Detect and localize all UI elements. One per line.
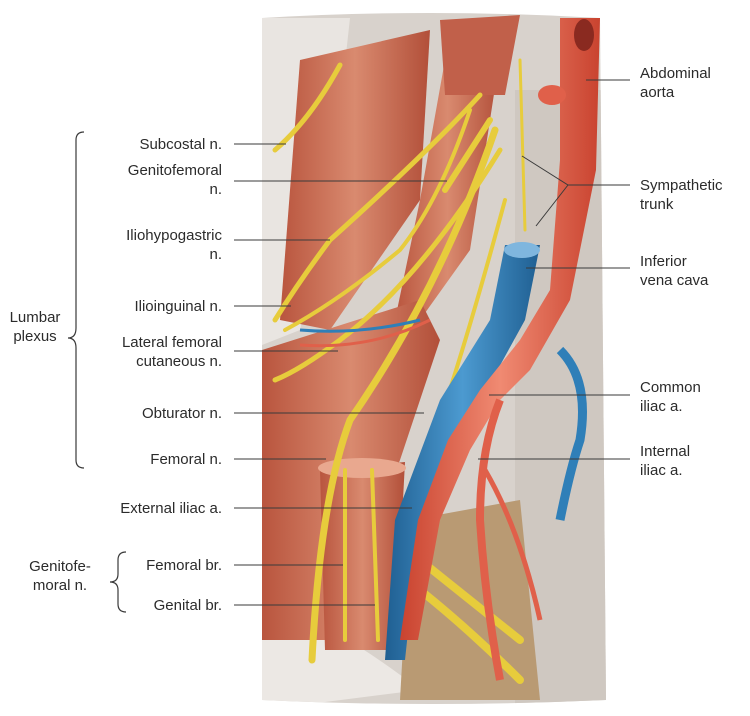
psoas-lower-muscle xyxy=(320,462,405,650)
vena-cava-cut xyxy=(504,242,540,258)
label-genitofemoral-group: Genitofe- moral n. xyxy=(29,558,91,594)
aorta-lumen xyxy=(574,19,594,51)
leader-lines xyxy=(234,79,630,606)
label-obturator-nerve: Obturator n. xyxy=(141,405,222,422)
braces xyxy=(67,131,127,613)
label-lateral-femoral-cutaneous-nerve: Lateral femoral cutaneous n. xyxy=(121,334,222,370)
illustration-body xyxy=(262,13,606,704)
label-lumbar-plexus: Lumbar plexus xyxy=(9,309,61,345)
label-subcostal-nerve: Subcostal n. xyxy=(139,136,222,153)
label-sympathetic-trunk: Sympathetic trunk xyxy=(640,177,723,213)
iliohypogastric-nerve xyxy=(272,92,483,323)
internal-iliac-vein xyxy=(555,346,587,521)
subcostal-nerve xyxy=(272,62,343,153)
arteries xyxy=(299,18,600,681)
vena-cava-and-iliac-vein xyxy=(385,245,540,660)
label-genitofemoral-nerve: Genitofemoral n. xyxy=(127,162,222,198)
leader-sympathetic-2 xyxy=(535,184,569,227)
genitofemoral-brace xyxy=(109,551,127,613)
internal-iliac-artery xyxy=(475,398,504,681)
renal-artery-stub xyxy=(538,85,566,105)
lumbar-plexus-brace xyxy=(67,131,85,469)
label-inferior-vena-cava: Inferior vena cava xyxy=(640,253,709,289)
label-iliohypogastric-nerve: Iliohypogastric n. xyxy=(126,227,222,263)
aorta-and-iliac-artery xyxy=(400,18,600,640)
label-internal-iliac-artery: Internal iliac a. xyxy=(640,443,691,479)
crus-muscle xyxy=(440,15,520,95)
label-genital-branch: Genital br. xyxy=(153,597,222,614)
sacral-plexus-nerve-2 xyxy=(416,586,524,684)
sacral-plexus-nerve xyxy=(416,556,524,644)
label-femoral-branch: Femoral br. xyxy=(146,557,222,574)
veins xyxy=(299,242,587,660)
label-external-iliac-artery: External iliac a. xyxy=(120,500,222,517)
label-abdominal-aorta: Abdominal aorta xyxy=(640,65,711,101)
genital-branch xyxy=(370,468,380,642)
label-ilioinguinal-nerve: Ilioinguinal n. xyxy=(134,298,222,315)
sympathetic-trunk-nerve xyxy=(518,58,527,232)
iliac-branch xyxy=(482,468,543,621)
iliolumbar-artery xyxy=(299,318,431,348)
label-femoral-nerve: Femoral n. xyxy=(150,451,222,468)
ilioinguinal-nerve xyxy=(283,108,472,332)
label-common-iliac-artery: Common iliac a. xyxy=(640,379,701,415)
genitofemoral-nerve xyxy=(442,117,493,193)
lumbar-vein xyxy=(299,318,421,333)
